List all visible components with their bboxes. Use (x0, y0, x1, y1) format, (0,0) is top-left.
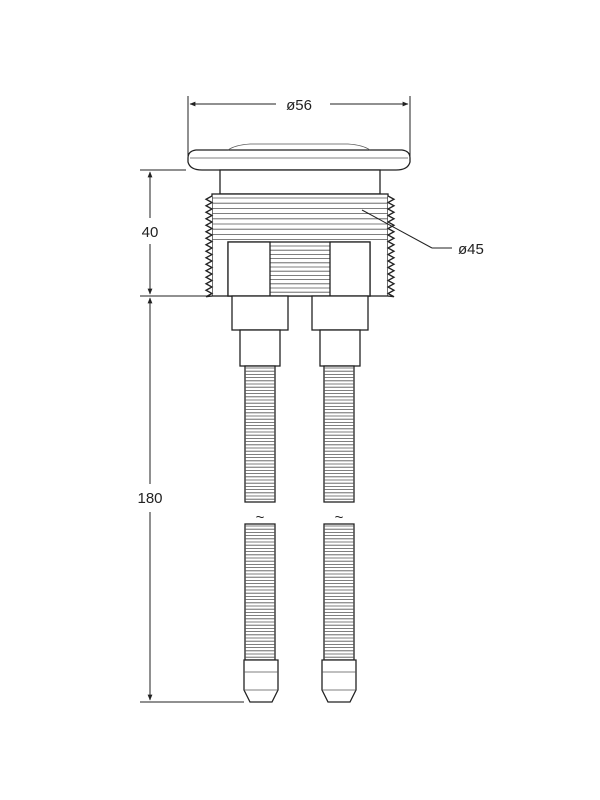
top-diameter-label: ø56 (286, 97, 312, 114)
right-hose-upper (323, 365, 355, 503)
body-height-label: 40 (142, 224, 159, 241)
button-cap (187, 143, 411, 171)
right-hose-lower (323, 523, 355, 661)
left-hose-lower (244, 523, 276, 661)
dimension-top-diameter: ø56 (187, 96, 411, 158)
thread-diameter-label: ø45 (458, 241, 484, 258)
dimension-body-height: 40 (140, 169, 212, 297)
dimension-thread-diameter: ø45 (361, 209, 484, 258)
right-break-mark: ~ (335, 509, 344, 526)
collar (219, 169, 381, 195)
right-connector (311, 295, 369, 367)
body-sockets (227, 241, 371, 297)
left-hose-end-fitting (243, 659, 279, 703)
right-hose-end-fitting (321, 659, 357, 703)
hose-length-label: 180 (137, 490, 162, 507)
left-hose-upper (244, 365, 276, 503)
dimension-hose-length: 180 (137, 297, 244, 703)
left-connector (231, 295, 289, 367)
left-break-mark: ~ (256, 509, 265, 526)
